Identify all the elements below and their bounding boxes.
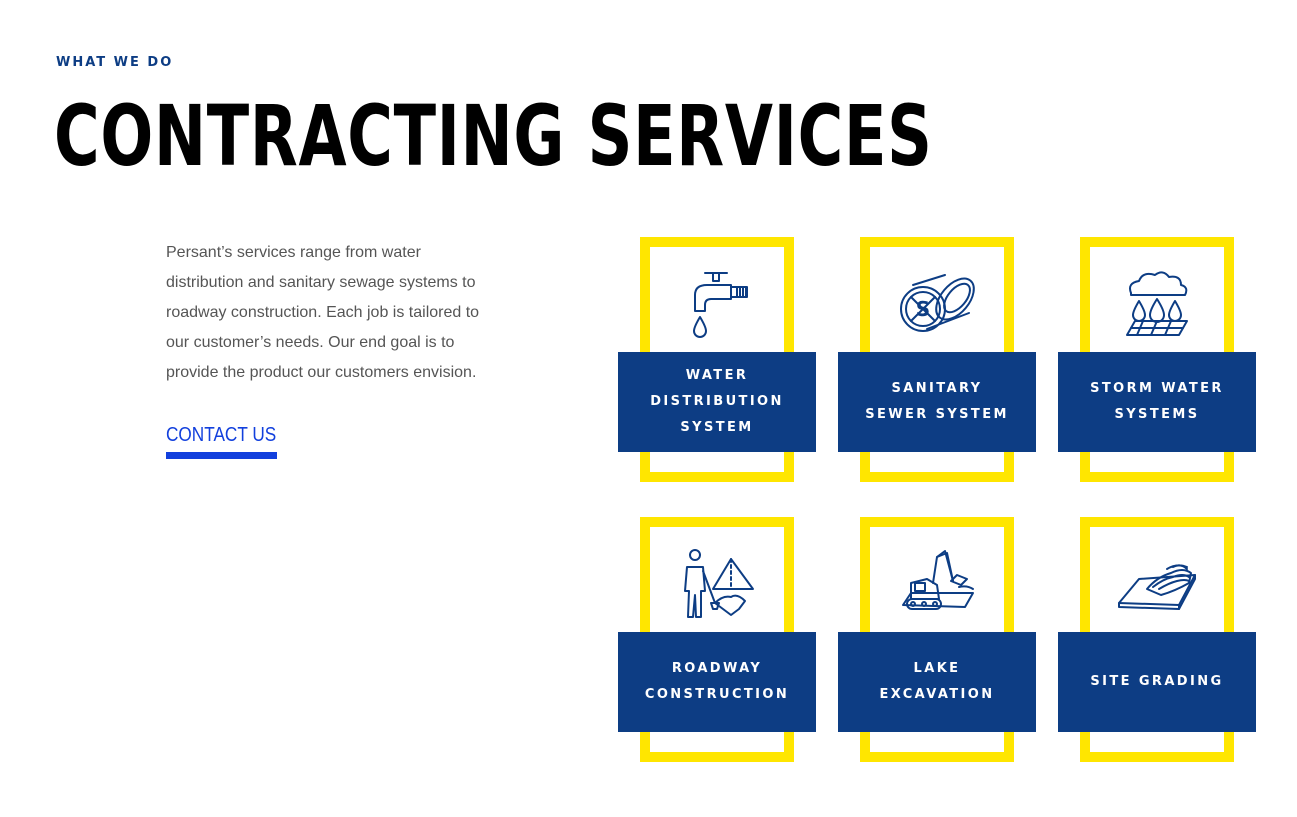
- service-card-water-distribution[interactable]: WATER DISTRIBUTION SYSTEM: [618, 237, 816, 482]
- card-label-box: ROADWAY CONSTRUCTION: [618, 632, 816, 732]
- card-label-box: STORM WATER SYSTEMS: [1058, 352, 1256, 452]
- card-label-box: WATER DISTRIBUTION SYSTEM: [618, 352, 816, 452]
- eyebrow-label: WHAT WE DO: [56, 55, 174, 70]
- service-label: LAKE EXCAVATION: [879, 661, 995, 702]
- road-worker-icon: [677, 545, 757, 625]
- page-title: CONTRACTING SERVICES: [54, 87, 933, 185]
- card-label-box: LAKE EXCAVATION: [838, 632, 1036, 732]
- service-card-lake-excavation[interactable]: LAKE EXCAVATION: [838, 517, 1036, 762]
- contact-us-link[interactable]: CONTACT US: [166, 424, 277, 446]
- service-card-storm-water[interactable]: STORM WATER SYSTEMS: [1058, 237, 1256, 482]
- card-label-box: SITE GRADING: [1058, 632, 1256, 732]
- service-label: SITE GRADING: [1090, 674, 1224, 689]
- service-card-roadway-construction[interactable]: ROADWAY CONSTRUCTION: [618, 517, 816, 762]
- service-label: SANITARY SEWER SYSTEM: [865, 381, 1009, 422]
- intro-paragraph: Persant’s services range from water dist…: [166, 244, 480, 381]
- terrain-grading-icon: [1117, 545, 1197, 625]
- storm-cloud-icon: [1117, 265, 1197, 345]
- svg-text:S: S: [916, 297, 930, 321]
- service-label: WATER DISTRIBUTION SYSTEM: [650, 368, 784, 435]
- service-card-sanitary-sewer[interactable]: S SANITARY SEWER SYSTEM: [838, 237, 1036, 482]
- excavator-icon: [897, 545, 977, 625]
- water-faucet-icon: [677, 265, 757, 345]
- sewer-pipe-icon: S: [897, 265, 977, 345]
- contact-us-underline: [166, 452, 277, 459]
- card-label-box: SANITARY SEWER SYSTEM: [838, 352, 1036, 452]
- service-label: ROADWAY CONSTRUCTION: [644, 661, 790, 702]
- service-card-site-grading[interactable]: SITE GRADING: [1058, 517, 1256, 762]
- service-label: STORM WATER SYSTEMS: [1090, 381, 1224, 422]
